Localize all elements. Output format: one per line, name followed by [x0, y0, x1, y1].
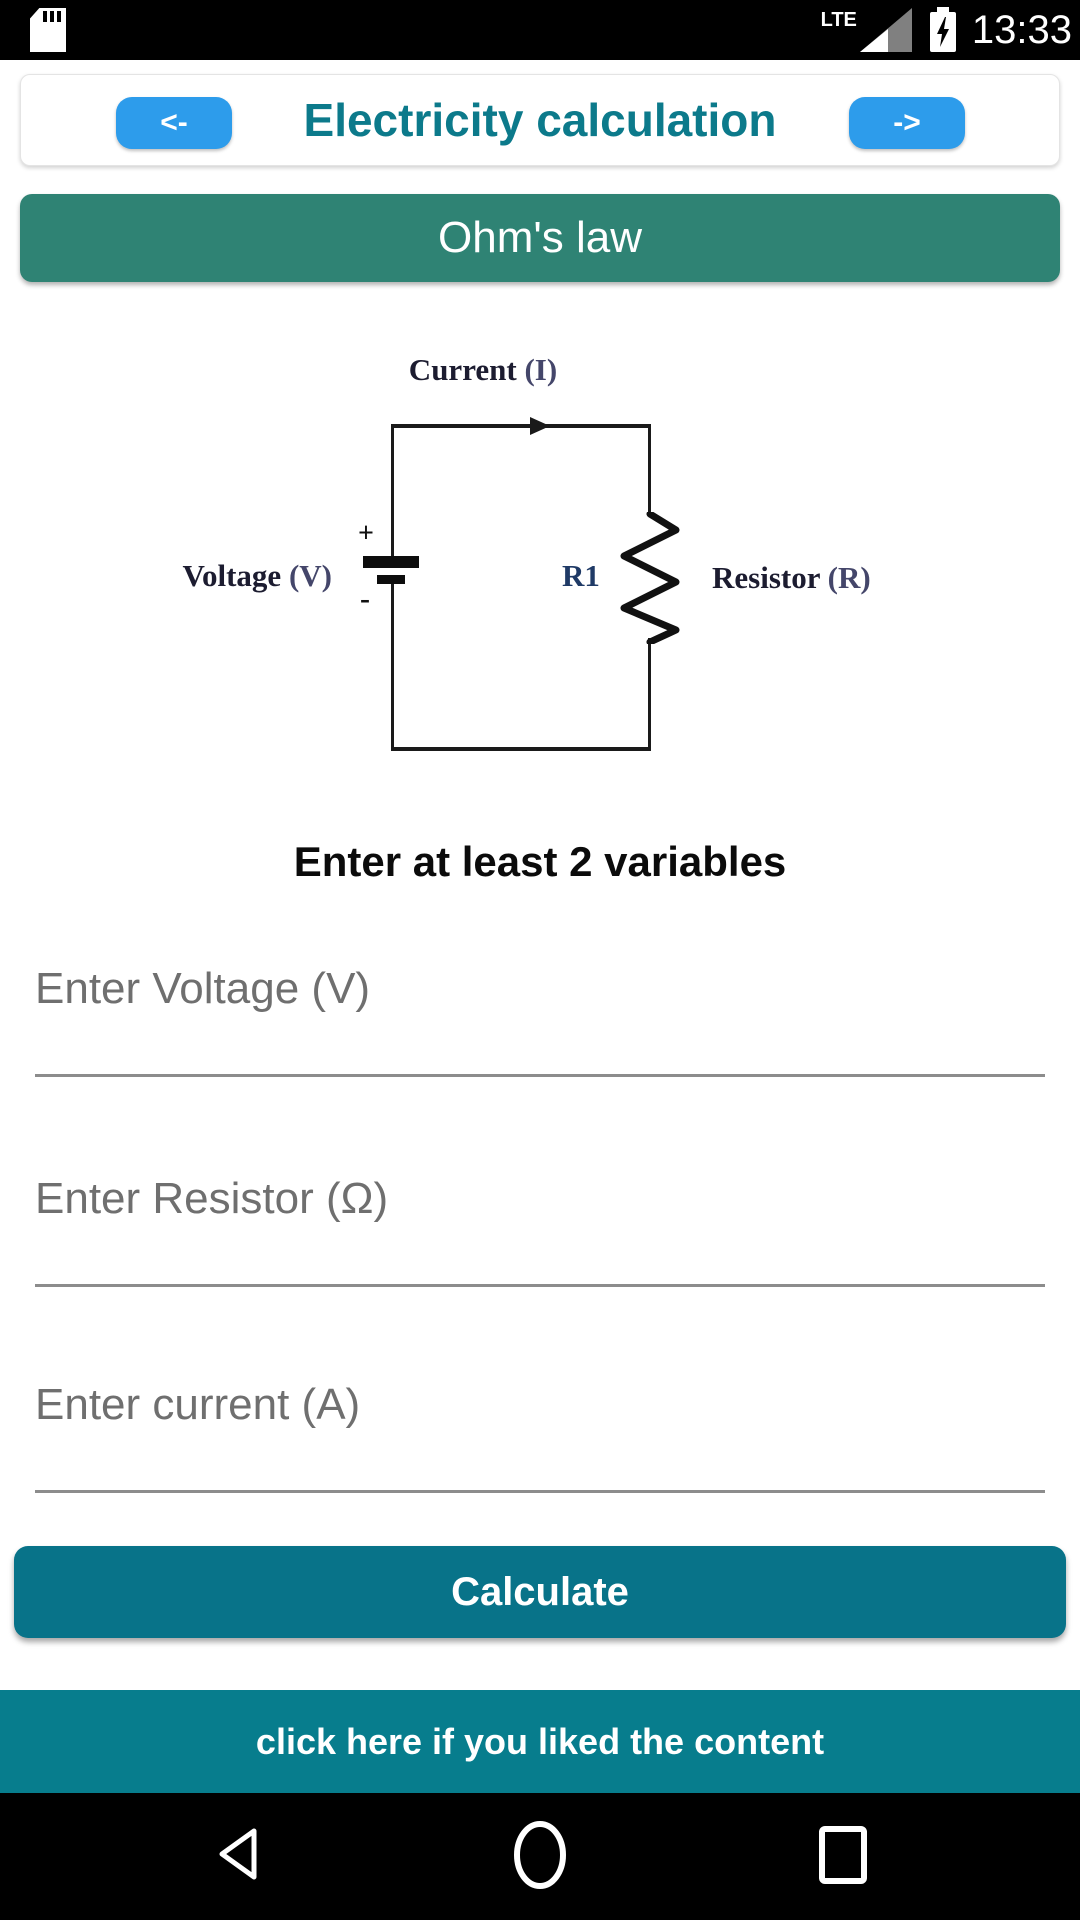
- status-time: 13:33: [971, 7, 1072, 52]
- header: <- Electricity calculation ->: [20, 74, 1060, 166]
- battery-plus-sign: +: [358, 518, 374, 549]
- recents-icon[interactable]: [818, 1825, 868, 1885]
- battery-minus-sign: -: [360, 582, 370, 615]
- voltage-input[interactable]: [35, 960, 1045, 1077]
- resistor-input[interactable]: [35, 1170, 1045, 1287]
- battery-plate-long: [363, 556, 419, 568]
- circuit-wire-bottom: [391, 747, 651, 751]
- circuit-wire-right-lower: [648, 638, 651, 751]
- back-icon[interactable]: [215, 1827, 259, 1881]
- circuit-wire-left-lower: [391, 584, 394, 751]
- resistor-ref-label: R1: [562, 558, 600, 593]
- circuit-wire-left-upper: [391, 424, 394, 558]
- law-title-banner: Ohm's law: [20, 194, 1060, 282]
- cellular-signal-icon: [859, 8, 912, 52]
- current-direction-arrow-icon: [530, 417, 550, 435]
- like-content-label: click here if you liked the content: [255, 1720, 825, 1762]
- previous-page-button[interactable]: <-: [116, 97, 232, 149]
- page-title: Electricity calculation: [303, 94, 777, 146]
- android-navigation-bar: [0, 1793, 1080, 1920]
- like-content-banner[interactable]: click here if you liked the content: [0, 1690, 1080, 1793]
- status-bar: LTE 13:33: [0, 0, 1080, 60]
- resistor-zigzag-icon: [620, 512, 680, 644]
- voltage-label: Voltage (V): [182, 558, 332, 593]
- battery-plate-short: [377, 575, 405, 584]
- circuit-wire-top: [391, 424, 651, 428]
- current-input[interactable]: [35, 1376, 1045, 1493]
- status-right-cluster: LTE 13:33: [821, 0, 1072, 60]
- form-instruction: Enter at least 2 variables: [293, 838, 787, 885]
- ohms-law-circuit-diagram: Current (I) + - Voltage (V) R1 Resistor …: [0, 330, 1080, 770]
- law-title: Ohm's law: [438, 213, 642, 262]
- current-label: Current (I): [408, 352, 558, 387]
- sd-card-slot: [57, 11, 61, 22]
- sd-card-slot: [50, 11, 54, 22]
- next-page-button[interactable]: ->: [849, 97, 965, 149]
- battery-charging-icon: [929, 7, 956, 52]
- home-icon[interactable]: [512, 1820, 568, 1890]
- lte-label: LTE: [820, 8, 857, 31]
- sd-card-icon: [30, 8, 66, 52]
- circuit-wire-right-upper: [648, 424, 651, 514]
- sd-card-slot: [43, 11, 47, 22]
- resistor-label: Resistor (R): [712, 560, 871, 595]
- calculate-button[interactable]: Calculate: [14, 1546, 1066, 1638]
